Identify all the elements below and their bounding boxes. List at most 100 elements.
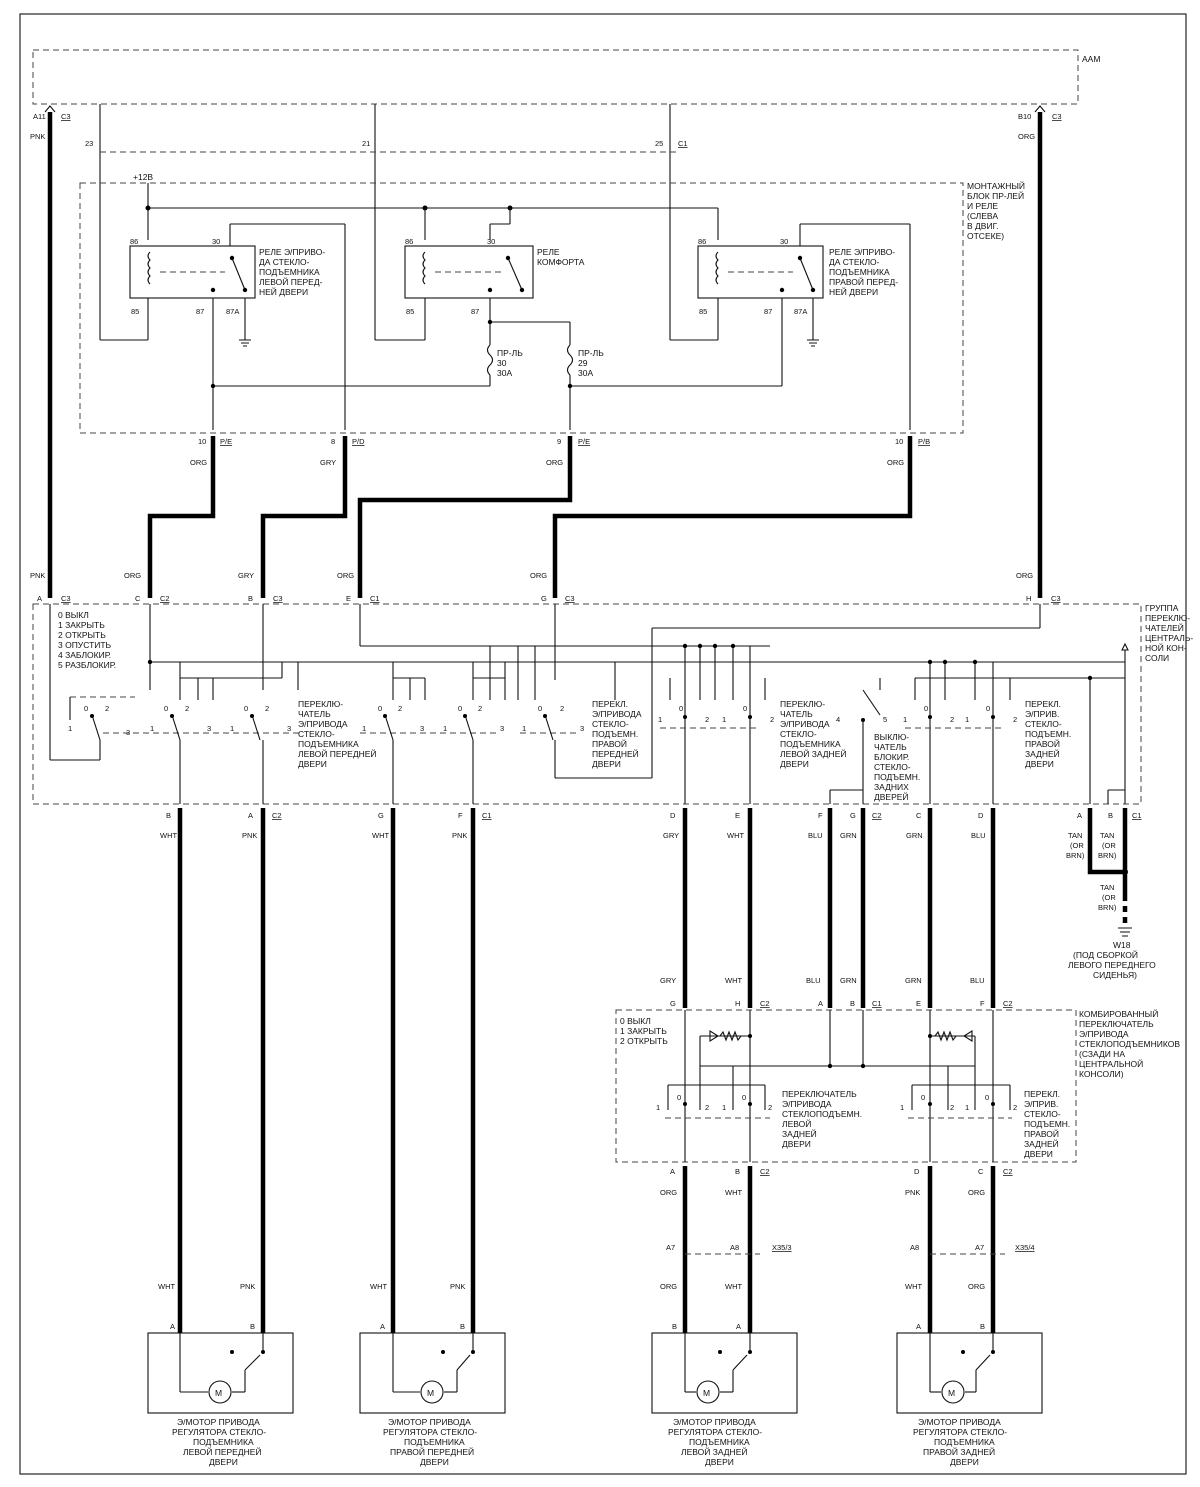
svg-text:ПР-ЛЬ: ПР-ЛЬ xyxy=(578,348,604,358)
svg-text:НЕЙ ДВЕРИ: НЕЙ ДВЕРИ xyxy=(829,286,878,297)
svg-text:C1: C1 xyxy=(370,594,380,603)
svg-text:ДВЕРИ: ДВЕРИ xyxy=(1025,759,1054,769)
svg-text:ПЕРЕКЛ.: ПЕРЕКЛ. xyxy=(1024,1089,1060,1099)
svg-text:M: M xyxy=(215,1388,222,1398)
svg-text:0: 0 xyxy=(84,704,88,713)
combined-switch-label: КОМБИРОВАННЫЙ ПЕРЕКЛЮЧАТЕЛЬ Э/ПРИВОДА СТ… xyxy=(1079,1008,1180,1079)
out-pin-10a: 10 xyxy=(198,437,206,446)
svg-text:G: G xyxy=(541,594,547,603)
svg-text:ПРАВОЙ: ПРАВОЙ xyxy=(592,738,627,749)
svg-text:M: M xyxy=(427,1388,434,1398)
svg-text:ДВЕРИ: ДВЕРИ xyxy=(209,1457,238,1467)
svg-text:ORG: ORG xyxy=(530,571,547,580)
svg-text:РЕЛЕ: РЕЛЕ xyxy=(537,247,560,257)
svg-text:СТЕКЛО-: СТЕКЛО- xyxy=(1024,1109,1061,1119)
svg-text:2: 2 xyxy=(265,704,269,713)
svg-text:0: 0 xyxy=(458,704,462,713)
svg-text:2: 2 xyxy=(105,704,109,713)
svg-text:GRN: GRN xyxy=(840,976,857,985)
svg-text:ЧАТЕЛЬ: ЧАТЕЛЬ xyxy=(874,742,907,752)
svg-text:85: 85 xyxy=(699,307,707,316)
svg-text:GRY: GRY xyxy=(660,976,676,985)
svg-text:СТЕКЛОПОДЪЕМНИКОВ: СТЕКЛОПОДЪЕМНИКОВ xyxy=(1079,1039,1180,1049)
svg-text:ОТСЕКЕ): ОТСЕКЕ) xyxy=(967,231,1004,241)
svg-text:0 ВЫКЛ: 0 ВЫКЛ xyxy=(58,610,89,620)
svg-text:GRY: GRY xyxy=(238,571,254,580)
svg-text:C2: C2 xyxy=(160,594,170,603)
svg-text:ORG: ORG xyxy=(190,458,207,467)
svg-text:И РЕЛЕ: И РЕЛЕ xyxy=(967,201,998,211)
svg-text:(OR: (OR xyxy=(1070,841,1084,850)
relay-right-front: 86 30 85 87 87А xyxy=(697,237,824,316)
svg-text:C1: C1 xyxy=(482,811,492,820)
svg-text:ORG: ORG xyxy=(1016,571,1033,580)
switch-lock-label: ВЫКЛЮ- ЧАТЕЛЬ БЛОКИР. СТЕКЛО- ПОДЪЕМН. З… xyxy=(874,732,920,802)
svg-text:2: 2 xyxy=(770,715,774,724)
motor-lf-label: Э/МОТОР ПРИВОДА РЕГУЛЯТОРА СТЕКЛО- ПОДЪЕ… xyxy=(172,1417,266,1467)
svg-text:TAN: TAN xyxy=(1100,831,1114,840)
svg-text:C3: C3 xyxy=(273,594,283,603)
svg-text:1: 1 xyxy=(656,1103,660,1112)
svg-text:ЦЕНТРАЛЬ-: ЦЕНТРАЛЬ- xyxy=(1145,633,1193,643)
svg-text:1: 1 xyxy=(150,724,154,733)
svg-text:ORG: ORG xyxy=(887,458,904,467)
svg-text:29: 29 xyxy=(578,358,588,368)
diagram-frame xyxy=(19,13,1187,1475)
svg-text:4 ЗАБЛОКИР.: 4 ЗАБЛОКИР. xyxy=(58,650,111,660)
svg-text:2: 2 xyxy=(768,1103,772,1112)
switch-right-rear-group: 0 1 2 0 1 2 xyxy=(903,659,1125,804)
wire-org-lf xyxy=(147,436,216,598)
svg-text:WHT: WHT xyxy=(725,1282,742,1291)
svg-text:0: 0 xyxy=(378,704,382,713)
pin-a11-conn: C3 xyxy=(61,112,71,121)
svg-text:ORG: ORG xyxy=(968,1188,985,1197)
out-pin-8: 8 xyxy=(331,437,335,446)
combined-top-pins: G H C2 A B C1 E F C2 xyxy=(670,999,1013,1008)
svg-text:0: 0 xyxy=(679,704,683,713)
svg-text:ПЕРЕКЛЮ-: ПЕРЕКЛЮ- xyxy=(298,699,343,709)
svg-text:Э/ПРИВОДА: Э/ПРИВОДА xyxy=(780,719,830,729)
svg-text:0: 0 xyxy=(538,704,542,713)
svg-text:ЧАТЕЛЬ: ЧАТЕЛЬ xyxy=(298,709,331,719)
svg-text:БЛОКИР.: БЛОКИР. xyxy=(874,752,909,762)
svg-text:BLU: BLU xyxy=(971,831,986,840)
svg-text:BRN): BRN) xyxy=(1098,851,1117,860)
out-pin-pe: P/E xyxy=(220,437,232,446)
svg-text:ЗАДНЕЙ: ЗАДНЕЙ xyxy=(782,1128,817,1139)
svg-text:B: B xyxy=(460,1322,465,1331)
switch-rr-label: ПЕРЕКЛ. Э/ПРИВ. СТЕКЛО- ПОДЪЕМН. ПРАВОЙ … xyxy=(1025,699,1071,769)
svg-text:86: 86 xyxy=(405,237,413,246)
svg-text:F: F xyxy=(458,811,463,820)
svg-text:GRN: GRN xyxy=(840,831,857,840)
svg-text:0: 0 xyxy=(164,704,168,713)
svg-text:C1: C1 xyxy=(872,999,882,1008)
svg-text:0: 0 xyxy=(924,704,928,713)
svg-text:GRN: GRN xyxy=(905,976,922,985)
svg-text:2: 2 xyxy=(185,704,189,713)
relay-left-label: РЕЛЕ Э/ПРИВО- ДА СТЕКЛО- ПОДЪЕМНИКА ЛЕВО… xyxy=(259,247,325,297)
svg-text:C: C xyxy=(978,1167,984,1176)
svg-text:ЛЕВОЙ ПЕРЕДНЕЙ: ЛЕВОЙ ПЕРЕДНЕЙ xyxy=(298,748,377,759)
svg-text:X35/4: X35/4 xyxy=(1015,1243,1035,1252)
svg-text:ORG: ORG xyxy=(660,1188,677,1197)
svg-text:(OR: (OR xyxy=(1102,893,1116,902)
motor-left-front: A B M xyxy=(147,1322,294,1414)
svg-text:B: B xyxy=(850,999,855,1008)
svg-text:ПРАВОЙ ПЕРЕД-: ПРАВОЙ ПЕРЕД- xyxy=(829,276,898,287)
svg-text:ЗАДНЕЙ: ЗАДНЕЙ xyxy=(1024,1138,1059,1149)
svg-text:E: E xyxy=(346,594,351,603)
fuse-29: ПР-ЛЬ 29 30А xyxy=(566,344,604,386)
svg-text:ЧАТЕЛЕЙ: ЧАТЕЛЕЙ xyxy=(1145,622,1184,633)
svg-text:BLU: BLU xyxy=(806,976,821,985)
svg-text:1: 1 xyxy=(443,724,447,733)
motor-rr-label: Э/МОТОР ПРИВОДА РЕГУЛЯТОРА СТЕКЛО- ПОДЪЕ… xyxy=(913,1417,1007,1467)
svg-text:E: E xyxy=(916,999,921,1008)
svg-text:C: C xyxy=(916,811,922,820)
pin-a11-label: A11 xyxy=(33,112,46,121)
svg-text:ДВЕРИ: ДВЕРИ xyxy=(420,1457,449,1467)
ground-w18-symbol xyxy=(1118,927,1132,937)
svg-text:0: 0 xyxy=(677,1093,681,1102)
svg-text:D: D xyxy=(978,811,984,820)
svg-text:C2: C2 xyxy=(272,811,282,820)
pin-b10-conn: C3 xyxy=(1052,112,1062,121)
